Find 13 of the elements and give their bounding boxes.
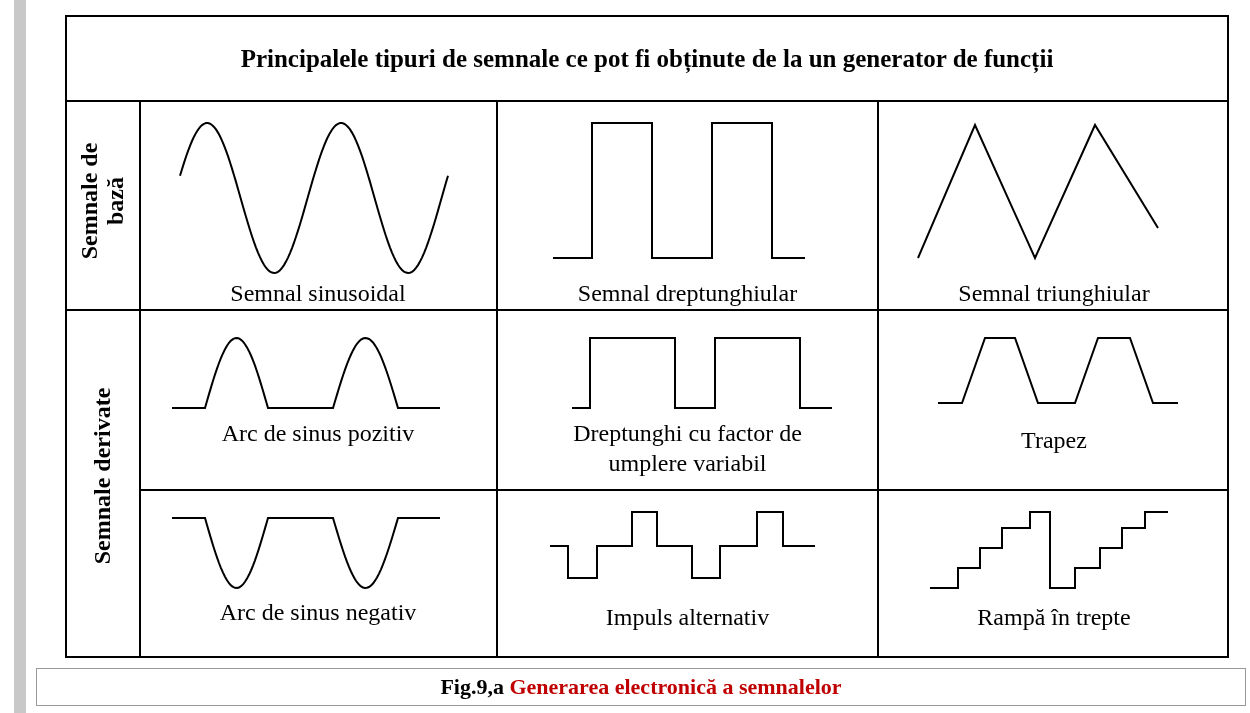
waveform-caption: Arc de sinus negativ	[218, 598, 418, 627]
waveform-caption: Semnal triunghiular	[957, 279, 1151, 308]
waveform-caption: Impuls alternativ	[604, 603, 771, 632]
waveform-caption: Semnal dreptunghiular	[576, 279, 799, 308]
waveform-caption: Rampă în trepte	[976, 603, 1132, 632]
waveform-caption: Dreptunghi cu factor de umplere variabil	[572, 419, 803, 478]
table-title: Principalele tipuri de semnale ce pot fi obținute de la un generator de funcții	[239, 43, 1055, 75]
figure-caption: Fig.9,a Generarea electronică a semnalelor	[36, 668, 1246, 706]
waveform-caption: Arc de sinus pozitiv	[220, 419, 416, 448]
waveform-caption: Trapez	[1020, 426, 1088, 455]
row-header: Semnale derivate	[89, 386, 115, 567]
waveform-caption: Semnal sinusoidal	[229, 279, 407, 308]
row-header: Semnale de bază	[76, 141, 128, 262]
